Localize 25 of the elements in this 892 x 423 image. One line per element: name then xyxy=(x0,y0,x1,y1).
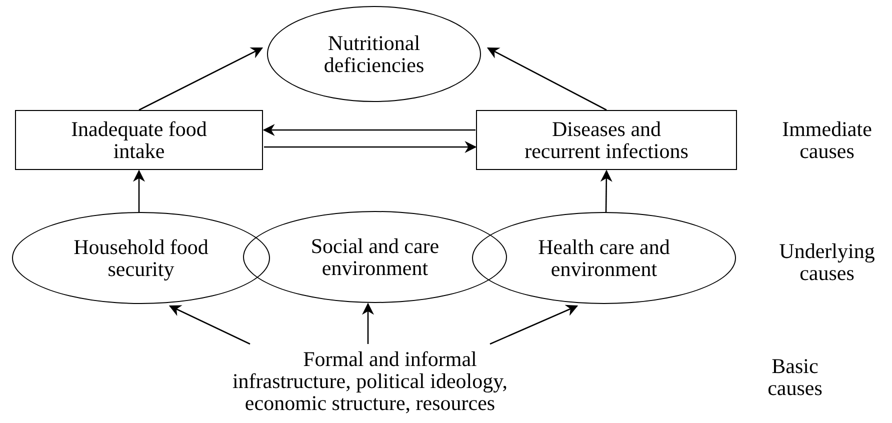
ellipse-node xyxy=(12,212,270,304)
node-label: Health care and environment xyxy=(537,236,671,280)
node-label: Nutritional deficiencies xyxy=(322,32,426,76)
level-label: Basic causes xyxy=(766,355,824,399)
node-label: Formal and informal infrastructure, political ideology, economic structure, resources xyxy=(231,348,509,414)
arrow xyxy=(264,141,477,153)
arrow xyxy=(486,47,607,111)
ellipse-node xyxy=(243,211,507,303)
arrow xyxy=(168,305,250,345)
level-label: Underlying causes xyxy=(778,240,876,284)
arrow xyxy=(490,304,578,345)
arrow xyxy=(262,124,476,136)
arrow xyxy=(133,170,145,212)
arrow xyxy=(138,47,264,111)
ellipse-node xyxy=(267,6,481,102)
node-label: Social and care environment xyxy=(310,235,440,279)
node-label: Diseases and recurrent infections xyxy=(524,118,690,162)
process-box xyxy=(15,110,263,170)
node-label: Household food security xyxy=(72,236,210,280)
arrow xyxy=(362,302,374,344)
ellipse-node xyxy=(472,212,736,304)
level-label: Immediate causes xyxy=(781,118,873,162)
process-box xyxy=(476,110,737,170)
node-label: Inadequate food intake xyxy=(71,118,207,162)
arrow xyxy=(600,170,612,212)
